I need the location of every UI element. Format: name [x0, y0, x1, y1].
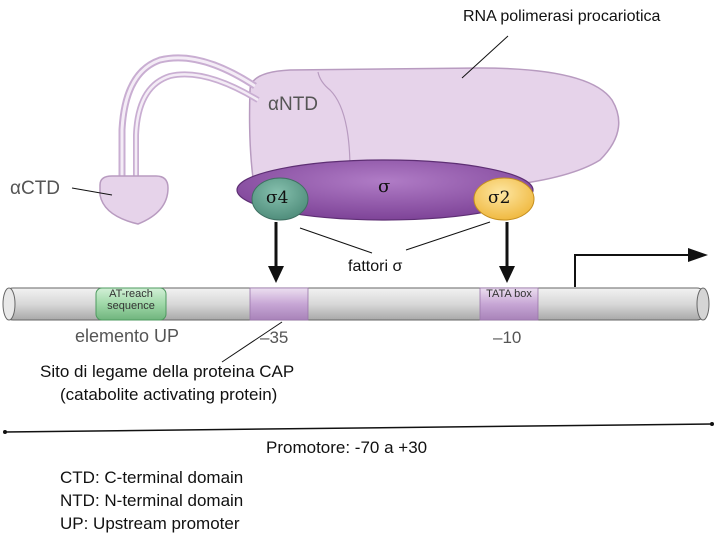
- sigma-pointer-right: [405, 221, 491, 251]
- alpha-linker-2-inner: [134, 73, 259, 178]
- dna-right-end: [696, 287, 710, 321]
- cap-site-line2: (catabolite activating protein): [60, 385, 278, 404]
- alpha-ntd-label: αNTD: [268, 94, 319, 115]
- sigma2-domain: [473, 177, 535, 221]
- promoter-line-start: [3, 430, 7, 434]
- tss-arrow: [574, 254, 690, 287]
- alpha-linker-inner: [120, 56, 256, 178]
- minus35-box: [249, 287, 309, 321]
- cap-pointer: [221, 321, 283, 363]
- alpha-ctd-pointer: [71, 187, 113, 196]
- sigma-pointer-left: [299, 227, 373, 254]
- sigma-factor-shape: [236, 159, 534, 221]
- sigma4-label: σ4: [266, 188, 289, 208]
- sigma4-domain: [251, 177, 309, 221]
- up-element-label: elemento UP: [75, 326, 180, 346]
- alpha-ctd-shape: [99, 175, 169, 225]
- promoter-label: Promotore: -70 a +30: [266, 438, 428, 457]
- sigma2-label: σ2: [488, 188, 511, 208]
- promoter-line: [4, 423, 713, 433]
- at-rich-label: AT-reach sequence: [107, 288, 155, 312]
- arrow-10-head: [499, 266, 515, 283]
- polymerase-inner-line: [317, 71, 351, 171]
- dna-left-end: [2, 287, 16, 321]
- tata-box-label: TATA box: [486, 288, 532, 300]
- sigma-factors-label: fattori σ: [348, 258, 403, 275]
- minus35-label: –35: [260, 328, 289, 347]
- sigma-label: σ: [378, 176, 391, 197]
- tss-arrow-head: [688, 248, 708, 262]
- tata-box: [479, 287, 539, 321]
- minus10-label: –10: [493, 328, 522, 347]
- at-rich-region: [95, 287, 167, 321]
- legend-up: UP: Upstream promoter: [60, 514, 240, 533]
- rna-pol-pointer: [461, 35, 509, 79]
- cap-site-line1: Sito di legame della proteina CAP: [40, 362, 295, 381]
- promoter-line-end: [710, 422, 714, 426]
- legend-ntd: NTD: N-terminal domain: [60, 491, 244, 510]
- arrow-35-head: [268, 266, 284, 283]
- rna-polymerase-label: RNA polimerasi procariotica: [463, 8, 661, 25]
- alpha-ctd-label: αCTD: [10, 178, 61, 199]
- legend-ctd: CTD: C-terminal domain: [60, 468, 244, 487]
